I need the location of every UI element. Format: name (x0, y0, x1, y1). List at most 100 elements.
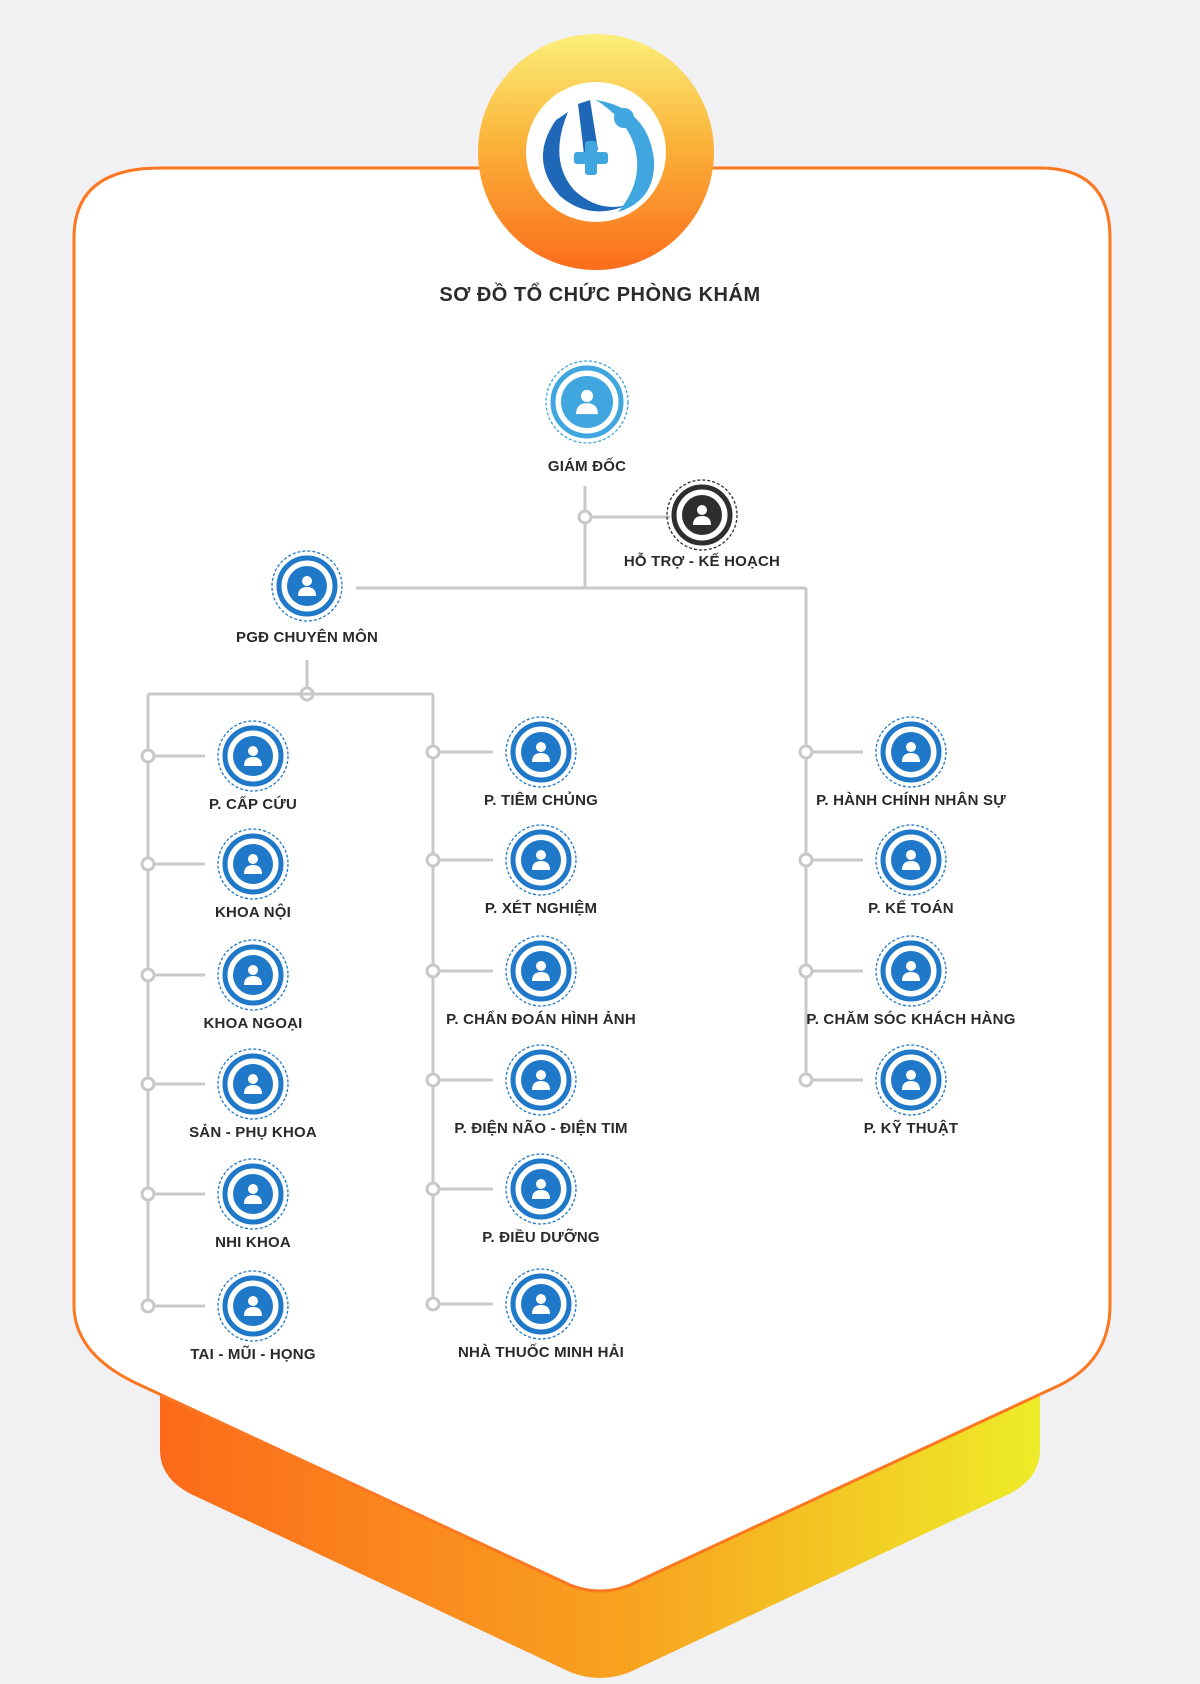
node-label: P. KỸ THUẬT (863, 1120, 959, 1137)
person-head (536, 850, 546, 860)
shield-card (72, 166, 1112, 1593)
person-head (906, 1070, 916, 1080)
clinic-logo-icon (542, 100, 655, 212)
node-ring (505, 1044, 577, 1116)
node-label: P. XÉT NGHIỆM (484, 900, 598, 917)
node-ring (217, 1048, 289, 1120)
department-icon (217, 939, 289, 1011)
person-body (576, 403, 598, 415)
person-head (248, 746, 258, 756)
page-title: SƠ ĐỒ TỔ CHỨC PHÒNG KHÁM (439, 284, 761, 306)
node-ring (217, 1158, 289, 1230)
person-head (536, 1070, 546, 1080)
person-head (536, 961, 546, 971)
node-label: P. ĐIỀU DƯỠNG (482, 1229, 600, 1246)
person-body (902, 861, 920, 870)
node-label: P. HÀNH CHÍNH NHÂN SỰ (816, 792, 1006, 809)
connector-dot (798, 1072, 814, 1088)
connector-dot (140, 1186, 156, 1202)
person-head (580, 389, 594, 402)
person-head (536, 1294, 546, 1304)
person-body (244, 976, 262, 985)
node-label: KHOA NGOẠI (203, 1015, 303, 1032)
person-body (244, 1085, 262, 1094)
person-body (532, 1190, 550, 1199)
node-ring (505, 935, 577, 1007)
connector-dot (577, 509, 593, 525)
node-ring (505, 716, 577, 788)
person-body (244, 1195, 262, 1204)
node-ring (875, 935, 947, 1007)
node-ring (505, 824, 577, 896)
node-label: P. CẤP CỨU (208, 796, 298, 813)
person-head (248, 1184, 258, 1194)
department-icon (875, 935, 947, 1007)
node-label: P. ĐIỆN NÃO - ĐIỆN TIM (454, 1120, 628, 1137)
node-label: P. TIÊM CHỦNG (483, 792, 599, 809)
department-icon (505, 935, 577, 1007)
node-fill (561, 376, 613, 428)
connector-dot (798, 852, 814, 868)
node-label: P. CHẨN ĐOÁN HÌNH ẢNH (446, 1011, 636, 1028)
connector-dot (425, 852, 441, 868)
node-label: NHÀ THUỐC MINH HẢI (457, 1344, 625, 1361)
node-ring (217, 828, 289, 900)
department-icon (875, 824, 947, 896)
person-body (298, 587, 316, 596)
connector-dot (425, 1072, 441, 1088)
department-icon (217, 1158, 289, 1230)
connector-dot (140, 967, 156, 983)
node-ring (875, 716, 947, 788)
person-head (697, 505, 707, 515)
connector-dot (140, 1076, 156, 1092)
connector-dot (140, 748, 156, 764)
connector-dot (140, 856, 156, 872)
person-head (536, 1179, 546, 1189)
person-body (532, 972, 550, 981)
person-body (902, 1081, 920, 1090)
clinic-logo (478, 34, 714, 270)
node-ring (875, 824, 947, 896)
node-ring (666, 479, 738, 551)
person-head (906, 961, 916, 971)
node-label: NHI KHOA (215, 1234, 291, 1251)
connector-dot (425, 744, 441, 760)
connector-dot (140, 1298, 156, 1314)
department-icon (217, 828, 289, 900)
person-head (248, 965, 258, 975)
department-icon (505, 1153, 577, 1225)
director-icon (545, 360, 629, 444)
person-body (532, 1305, 550, 1314)
department-icon (505, 1268, 577, 1340)
department-icon (217, 1048, 289, 1120)
department-icon (875, 1044, 947, 1116)
person-head (906, 850, 916, 860)
node-ring (217, 1270, 289, 1342)
node-ring (875, 1044, 947, 1116)
person-body (902, 753, 920, 762)
department-icon (875, 716, 947, 788)
person-head (248, 854, 258, 864)
person-head (302, 576, 312, 586)
connector-dot (425, 1181, 441, 1197)
node-ring (271, 550, 343, 622)
node-label: SẢN - PHỤ KHOA (189, 1124, 317, 1141)
node-label: P. CHĂM SÓC KHÁCH HÀNG (806, 1011, 1016, 1028)
node-label: HỖ TRỢ - KẾ HOẠCH (623, 553, 781, 570)
department-icon (505, 824, 577, 896)
person-body (902, 972, 920, 981)
person-head (248, 1296, 258, 1306)
connector-lines (140, 486, 863, 1314)
node-label: TAI - MŨI - HỌNG (190, 1346, 316, 1363)
department-icon (505, 1044, 577, 1116)
person-body (532, 1081, 550, 1090)
node-ring (545, 360, 629, 444)
node-ring (505, 1268, 577, 1340)
connector-dot (425, 963, 441, 979)
node-label: PGĐ CHUYÊN MÔN (236, 629, 378, 646)
node-ring (505, 1153, 577, 1225)
node-ring (217, 720, 289, 792)
node-label: KHOA NỘI (214, 904, 292, 921)
